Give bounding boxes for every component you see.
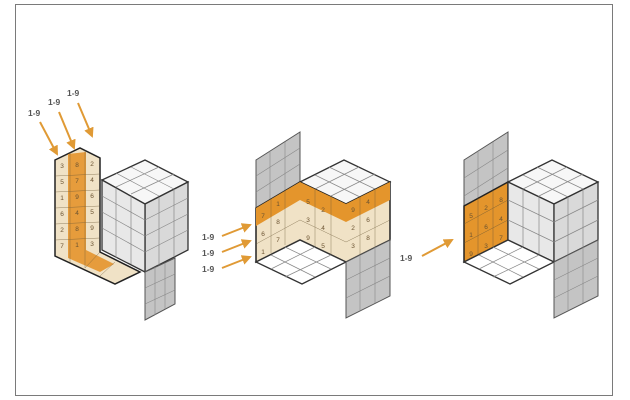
- range-label: 1-9: [202, 232, 215, 242]
- figure-single-face: 5 2 8 1 6 4 9 3 7 1-9: [400, 131, 600, 319]
- range-label: 1-9: [28, 108, 41, 118]
- cell-digit: 1: [469, 232, 473, 239]
- cell-digit: 5: [321, 243, 325, 250]
- cell-digit: 1: [276, 201, 280, 208]
- cell-digit: 2: [60, 227, 64, 234]
- cell-digit: 5: [60, 179, 64, 186]
- input-arrow: [421, 239, 454, 257]
- cell-digit: 2: [351, 225, 355, 232]
- cell-digit: 6: [90, 193, 94, 200]
- cell-digit: 2: [321, 207, 325, 214]
- input-arrow: [221, 255, 252, 269]
- input-arrow: [39, 121, 58, 156]
- range-label: 1-9: [48, 97, 61, 107]
- cell-digit: 1: [261, 249, 265, 256]
- cell-digit: 2: [90, 161, 94, 168]
- cell-digit: 3: [351, 243, 355, 250]
- range-label: 1-9: [202, 264, 215, 274]
- range-label: 1-9: [202, 248, 215, 258]
- cell-digit: 5: [469, 213, 473, 220]
- cell-digit: 6: [261, 231, 265, 238]
- cell-digit: 9: [90, 225, 94, 232]
- cell-digit: 4: [366, 199, 370, 206]
- cell-digit: 3: [484, 243, 488, 250]
- cell-digit: 9: [306, 235, 310, 242]
- cell-digit: 7: [499, 235, 503, 242]
- cell-digit: 9: [351, 207, 355, 214]
- cell-digit: 8: [366, 235, 370, 242]
- cell-digit: 8: [276, 219, 280, 226]
- cell-digit: 1: [60, 195, 64, 202]
- cell-digit: 7: [261, 213, 265, 220]
- front-panel: [553, 239, 599, 319]
- z-slab-orange-band: [256, 182, 390, 226]
- cell-digit: 4: [90, 177, 94, 184]
- cell-digit: 9: [75, 194, 79, 201]
- cell-digit: 2: [484, 205, 488, 212]
- range-label: 1-9: [400, 253, 413, 263]
- figure-l-shape: 3 8 2 5 7 4 1 9 6 6 4 5 2 8 9 7 1 3 1-9 1-9 1-9: [28, 88, 190, 321]
- figure-z-shape: 7 1 5 2 9 4 6 8 3 4 2 6 1 7 9 5 3 8 1-9 1-9 1-9: [202, 131, 392, 319]
- cell-digit: 7: [75, 178, 79, 185]
- cell-digit: 8: [499, 197, 503, 204]
- input-arrow: [221, 223, 252, 237]
- cell-digit: 6: [484, 224, 488, 231]
- cell-digit: 9: [469, 251, 473, 258]
- cell-digit: 8: [75, 226, 79, 233]
- cell-digit: 6: [60, 211, 64, 218]
- input-arrow: [58, 111, 76, 150]
- range-label: 1-9: [67, 88, 80, 98]
- front-panel: [345, 239, 391, 319]
- cell-digit: 8: [75, 162, 79, 169]
- cell-digit: 3: [306, 217, 310, 224]
- cell-digit: 7: [60, 243, 64, 250]
- input-arrow: [77, 102, 94, 138]
- cell-digit: 3: [90, 241, 94, 248]
- cell-digit: 6: [366, 217, 370, 224]
- cell-digit: 4: [499, 216, 503, 223]
- cell-digit: 4: [75, 210, 79, 217]
- l-slab-orange-strip: [68, 152, 114, 272]
- cell-digit: 5: [90, 209, 94, 216]
- cell-digit: 3: [60, 163, 64, 170]
- cell-digit: 7: [276, 237, 280, 244]
- cell-digit: 1: [75, 242, 79, 249]
- cell-digit: 4: [321, 225, 325, 232]
- input-arrow: [221, 239, 252, 253]
- cell-digit: 5: [306, 199, 310, 206]
